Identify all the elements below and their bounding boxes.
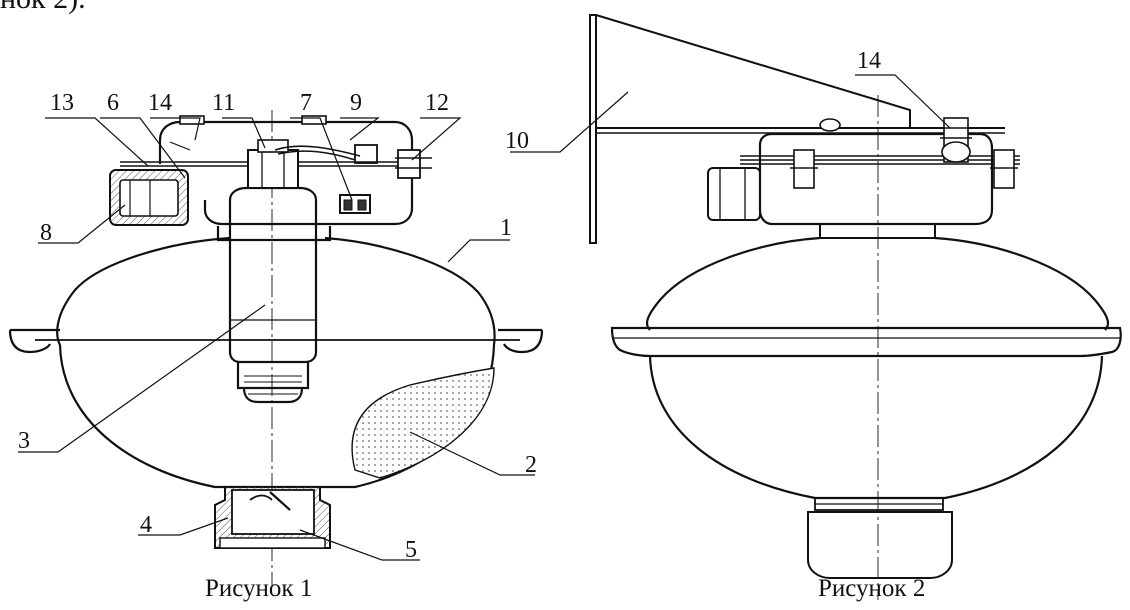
label-7: 7	[300, 90, 312, 116]
figure-2-caption: Рисунок 2	[818, 575, 926, 602]
label-14: 14	[148, 90, 172, 116]
figure-1-labels: 13 6 14 11 7 9 12 8 1 3 2 4 5	[18, 90, 537, 563]
label-12: 12	[425, 90, 449, 116]
label-6: 6	[107, 90, 119, 116]
label-13: 13	[50, 90, 74, 116]
vessel-body	[56, 236, 496, 489]
label-1: 1	[500, 215, 512, 241]
figure-2-labels: 10 14	[505, 48, 881, 154]
hatched-membrane	[351, 367, 495, 479]
label-8: 8	[40, 220, 52, 246]
fig2-housing	[758, 132, 994, 226]
top-text-fragment: нок 2).	[0, 0, 86, 16]
label-11: 11	[212, 90, 235, 116]
label-9: 9	[350, 90, 362, 116]
label-10: 10	[505, 128, 529, 154]
label-14-fig2: 14	[857, 48, 881, 74]
figure-1-caption: Рисунок 1	[205, 575, 313, 602]
fig2-vessel-body	[645, 236, 1110, 331]
label-5: 5	[405, 537, 417, 563]
label-4: 4	[140, 512, 152, 538]
label-2: 2	[525, 452, 537, 478]
central-cylinder	[228, 186, 318, 364]
figure-1-drawing	[8, 110, 544, 585]
figure-2-drawing	[510, 14, 1122, 600]
label-3: 3	[18, 428, 30, 454]
